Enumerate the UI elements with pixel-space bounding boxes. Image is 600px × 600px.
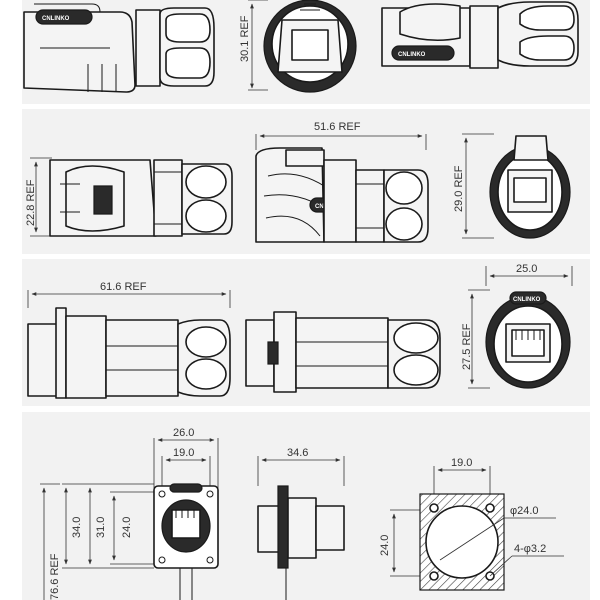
panel-cutout-view: 19.0 24.0 φ24.0 4-φ3.2 [379,457,564,591]
plug-side-view-middle: 51.6 REF CNLINKO [255,121,429,243]
dim-side-length: 34.6 [287,447,308,459]
dim-height-left: 22.8 REF [25,179,37,226]
plug-front-view-middle: 29.0 REF [453,133,571,239]
plug-side-view-top-right: CNLINKO [381,1,579,69]
dim-cutout-width: 19.0 [451,457,472,469]
panel-mount-side-view: 34.6 [257,447,345,600]
dim-panel-height-outer: 34.0 [71,517,83,538]
dim-panel-height-total: 76.6 REF [49,553,61,600]
plug-length-view: 61.6 REF [27,281,231,399]
panel-mount-front-view: 26.0 19.0 34.0 31.0 24.0 76.6 REF [40,427,219,600]
dim-panel-height-inner: 24.0 [121,517,133,538]
dim-cutout-diameter: φ24.0 [510,505,539,517]
socket-front-view: 25.0 27.5 REF CNLINKO [461,263,573,389]
dim-cutout-height: 24.0 [379,535,391,556]
brand-logo: CNLINKO [42,16,70,22]
dim-width-socket-front: 25.0 [516,263,537,275]
socket-side-view [245,311,441,393]
plug-side-view-top: CNLINKO [23,3,215,93]
dim-length-plug: 61.6 REF [100,281,147,293]
dim-panel-height-mid: 31.0 [95,517,107,538]
dim-height-front: 29.0 REF [453,165,465,212]
dim-width-side: 51.6 REF [314,121,361,133]
dim-hole-spec: 4-φ3.2 [514,543,546,555]
dim-height-socket-front: 27.5 REF [461,323,473,370]
dim-panel-width-inner: 19.0 [173,447,194,459]
brand-logo-4: CNLINKO [513,297,541,303]
plug-top-view: 22.8 REF [25,157,233,237]
dim-height-top: 30.1 REF [239,15,251,62]
plug-front-view-top: 30.1 REF [239,0,357,93]
dim-panel-width-outer: 26.0 [173,427,194,439]
brand-logo-2: CNLINKO [398,52,426,58]
